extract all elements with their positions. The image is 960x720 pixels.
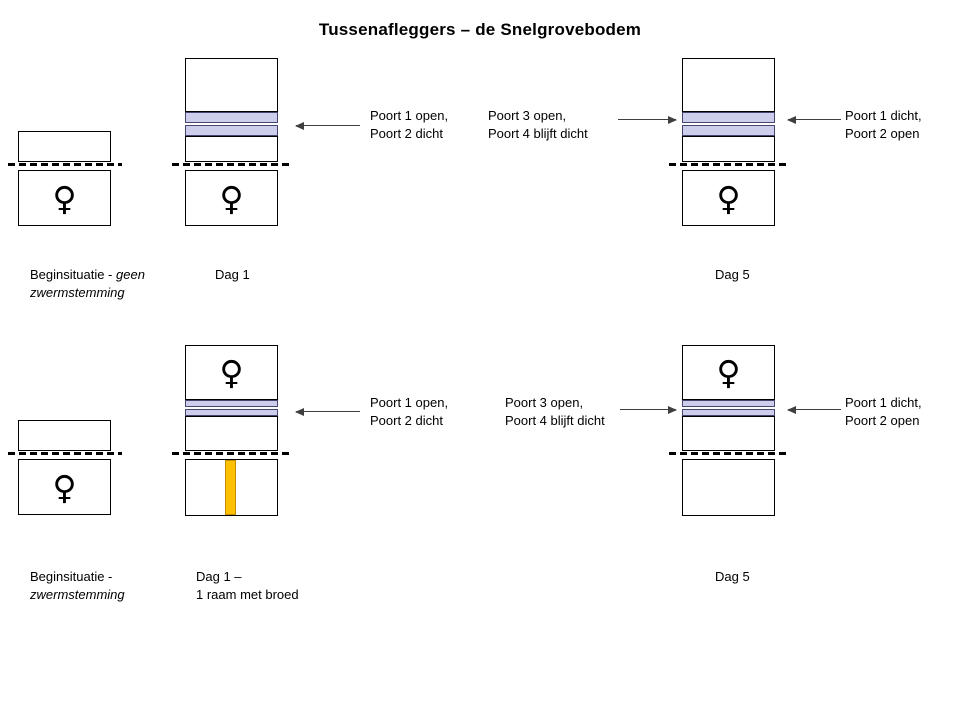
caption-day1: Dag 1 – 1 raam met broed [196,569,299,602]
snelgrove-floor-dashed-line [172,163,290,166]
board-entrance-strip [682,400,775,407]
queen-icon: ♀ [219,353,244,392]
board-entrance-strip [682,125,775,136]
caption-text: Beginsituatie - [30,569,113,584]
snelgrove-board [682,112,775,136]
snelgrove-floor-dashed-line [172,452,290,455]
board-entrance-strip [682,112,775,123]
queen-icon: ♀ [52,467,77,507]
empty-brood-box [682,459,775,516]
snelgrove-floor-dashed-line [8,452,122,455]
queen-icon: ♀ [716,178,741,218]
board-entrance-strip [185,112,278,123]
queen-icon: ♀ [716,353,741,392]
snelgrove-board [185,112,278,136]
snelgrove-floor-dashed-line [8,163,122,166]
note-poort-3-4: Poort 3 open, Poort 4 blijft dicht [488,108,588,141]
board-entrance-strip [185,400,278,407]
top-box [185,58,278,112]
brood-box: ♀ [682,170,775,226]
arrow-right-icon [620,405,677,414]
brood-box-with-frame [185,459,278,516]
board-entrance-strip [185,125,278,136]
caption-text-italic: geen zwermstemming [30,267,145,300]
note-poort-1-dicht: Poort 1 dicht, Poort 2 open [845,395,922,428]
empty-super-box [18,131,111,162]
note-poort-1-2: Poort 1 open, Poort 2 dicht [370,395,449,428]
brood-box: ♀ [185,170,278,226]
note-poort-1-dicht: Poort 1 dicht, Poort 2 open [845,108,922,141]
brood-frame-bar [225,460,236,515]
board-center [185,407,278,409]
brood-box: ♀ [18,170,111,226]
caption-text: Beginsituatie - [30,267,116,282]
arrow-left-icon [295,121,360,130]
arrow-right-icon [618,115,677,124]
top-box [682,58,775,112]
queen-icon: ♀ [52,178,77,218]
note-poort-3-4: Poort 3 open, Poort 4 blijft dicht [505,395,605,428]
note-poort-1-2: Poort 1 open, Poort 2 dicht [370,108,449,141]
snelgrove-floor-dashed-line [669,452,787,455]
board-center [185,123,278,125]
snelgrove-board [185,400,278,416]
empty-super-box [18,420,111,451]
caption-day1: Dag 1 [215,267,250,282]
board-entrance-strip [682,409,775,416]
arrow-left-icon [295,407,360,416]
spacer-box [682,416,775,451]
board-entrance-strip [185,409,278,416]
caption-start-situation: Beginsituatie - zwermstemming [30,568,154,604]
top-box-with-queen: ♀ [185,345,278,400]
caption-day5: Dag 5 [715,267,750,282]
brood-box: ♀ [18,459,111,515]
spacer-box [185,416,278,451]
caption-start-situation: Beginsituatie - geen zwermstemming [30,266,154,302]
board-center [682,123,775,125]
caption-text-italic: zwermstemming [30,587,125,602]
arrow-left-icon [787,115,841,124]
spacer-box [682,136,775,162]
snelgrove-floor-dashed-line [669,163,787,166]
arrow-left-icon [787,405,841,414]
caption-day5: Dag 5 [715,569,750,584]
board-center [682,407,775,409]
snelgrove-board [682,400,775,416]
queen-icon: ♀ [219,178,244,218]
spacer-box [185,136,278,162]
top-box-with-queen: ♀ [682,345,775,400]
diagram-title: Tussenafleggers – de Snelgrovebodem [318,20,642,39]
